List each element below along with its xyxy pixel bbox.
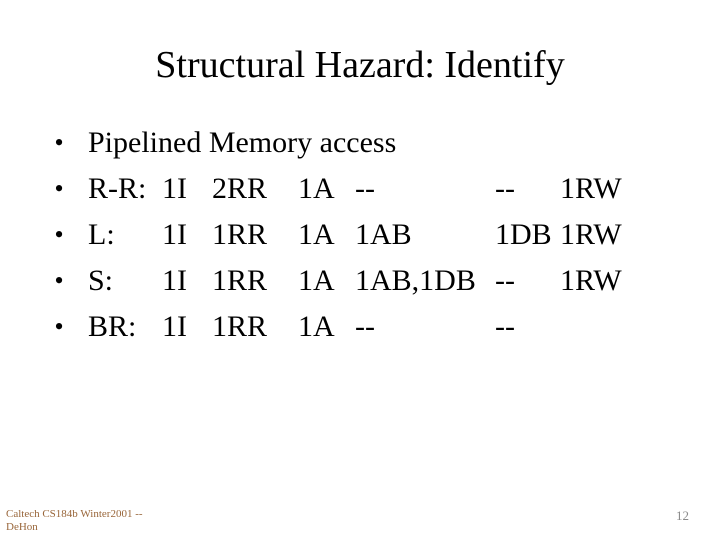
cell-db: -- bbox=[495, 172, 515, 205]
cell-db: 1DB bbox=[495, 218, 552, 251]
cell-alu: 1A bbox=[298, 310, 335, 343]
cell-wb: 1RW bbox=[560, 218, 622, 251]
cell-mem: -- bbox=[355, 172, 375, 205]
table-row: • L: 1I 1RR 1A 1AB 1DB 1RW bbox=[40, 212, 700, 258]
list-item-label: Pipelined Memory access bbox=[88, 126, 397, 159]
cell-wb: 1RW bbox=[560, 172, 622, 205]
cell-db: -- bbox=[495, 264, 515, 297]
footer-line-1: Caltech CS184b Winter2001 -- bbox=[6, 508, 143, 520]
cell-regread: 1RR bbox=[212, 218, 268, 251]
bullet-icon: • bbox=[54, 312, 64, 341]
row-label: S: bbox=[88, 264, 114, 297]
cell-fetch: 1I bbox=[162, 218, 187, 251]
footer-line-2: DeHon bbox=[6, 521, 38, 533]
cell-alu: 1A bbox=[298, 218, 335, 251]
cell-fetch: 1I bbox=[162, 310, 187, 343]
cell-db: -- bbox=[495, 310, 515, 343]
cell-regread: 1RR bbox=[212, 310, 268, 343]
cell-alu: 1A bbox=[298, 172, 335, 205]
row-label: BR: bbox=[88, 310, 137, 343]
bullet-icon: • bbox=[54, 128, 64, 157]
cell-regread: 1RR bbox=[212, 264, 268, 297]
cell-fetch: 1I bbox=[162, 264, 187, 297]
bullet-list: • Pipelined Memory access • R-R: 1I 2RR … bbox=[40, 120, 700, 350]
table-row: • S: 1I 1RR 1A 1AB,1DB -- 1RW bbox=[40, 258, 700, 304]
bullet-icon: • bbox=[54, 220, 64, 249]
bullet-icon: • bbox=[54, 174, 64, 203]
row-label: L: bbox=[88, 218, 115, 251]
cell-mem: -- bbox=[355, 310, 375, 343]
row-label: R-R: bbox=[88, 172, 147, 205]
cell-wb: 1RW bbox=[560, 264, 622, 297]
footer-credit: Caltech CS184b Winter2001 -- DeHon bbox=[6, 508, 336, 534]
cell-regread: 2RR bbox=[212, 172, 268, 205]
slide-number: 12 bbox=[676, 508, 689, 523]
table-row: • R-R: 1I 2RR 1A -- -- 1RW bbox=[40, 166, 700, 212]
table-row: • BR: 1I 1RR 1A -- -- bbox=[40, 304, 700, 350]
cell-mem: 1AB bbox=[355, 218, 412, 251]
cell-mem: 1AB,1DB bbox=[355, 264, 476, 297]
cell-fetch: 1I bbox=[162, 172, 187, 205]
list-item: • Pipelined Memory access bbox=[40, 120, 700, 166]
cell-alu: 1A bbox=[298, 264, 335, 297]
bullet-icon: • bbox=[54, 266, 64, 295]
page-title: Structural Hazard: Identify bbox=[155, 44, 565, 86]
